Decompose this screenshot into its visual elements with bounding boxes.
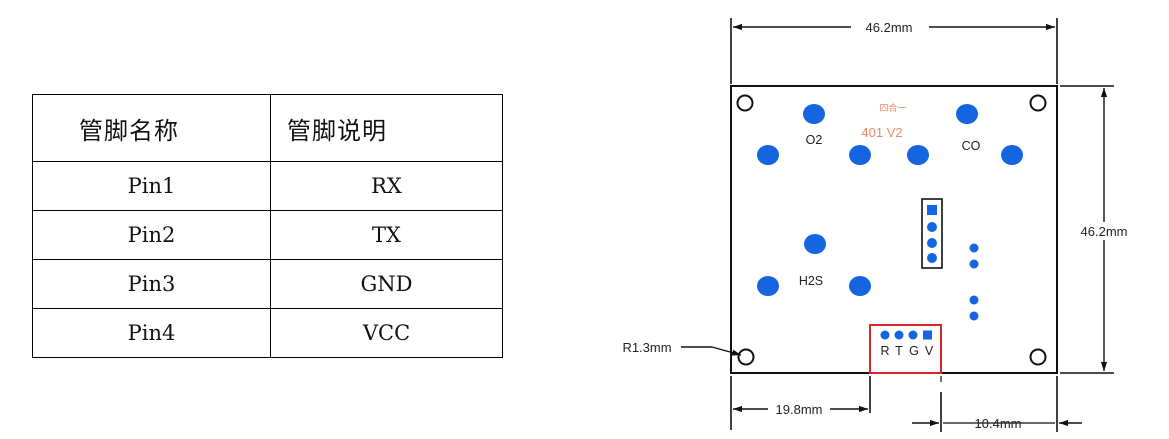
connector-label-t: T (895, 344, 903, 358)
header-pin-description: 管脚说明 (270, 94, 503, 162)
o2-silk-label: O2 (806, 133, 823, 147)
width-dimension: 46.2mm (730, 18, 1058, 84)
pin-table: 管脚名称 管脚说明 Pin1 RX Pin2 TX Pin3 GND Pin4 … (32, 94, 503, 358)
sensor-pad (907, 145, 929, 165)
via (969, 243, 979, 253)
sensor-pad (849, 276, 871, 296)
mounting-hole (1029, 94, 1047, 112)
co-silk-label: CO (962, 139, 981, 153)
sensor-pad (1001, 145, 1023, 165)
uart-connector: R T G V (869, 324, 942, 374)
pin-description-cell: VCC (270, 308, 503, 358)
offset-left-label: 19.8mm (776, 402, 823, 417)
sensor-pad (803, 104, 825, 124)
pin-name-cell: Pin4 (32, 308, 271, 358)
connector-label-r: R (880, 344, 889, 358)
brand-silk-label: 四合一 (879, 102, 906, 113)
sensor-pad (757, 276, 779, 296)
pin-description-cell: TX (270, 210, 503, 260)
connector-label-v: V (925, 344, 934, 358)
via (969, 259, 979, 269)
sensor-pad (849, 145, 871, 165)
version-silk-label: 401 V2 (861, 125, 902, 140)
h2s-silk-label: H2S (799, 274, 823, 288)
table-header-row: 管脚名称 管脚说明 (32, 94, 503, 162)
sensor-pads (757, 104, 1023, 296)
height-dimension: 46.2mm (1060, 85, 1138, 374)
sensor-pad (757, 145, 779, 165)
corner-radius-label: R1.3mm (622, 340, 671, 355)
sensor-pad (804, 234, 826, 254)
width-label: 46.2mm (866, 20, 913, 35)
header-pin-name: 管脚名称 (32, 94, 271, 162)
table-row: Pin4 VCC (32, 308, 503, 358)
offset-left-dimension: 19.8mm (730, 376, 871, 430)
pin-name-cell: Pin1 (32, 161, 271, 211)
offset-right-dimension: 10.4mm (912, 376, 1082, 432)
corner-radius-callout: R1.3mm (622, 340, 742, 356)
mounting-hole (737, 348, 755, 366)
connector-label-g: G (909, 344, 919, 358)
via (969, 311, 979, 321)
pin-header (921, 198, 943, 269)
height-label: 46.2mm (1081, 224, 1128, 239)
mounting-hole (1029, 348, 1047, 366)
via (969, 295, 979, 305)
sensor-pad (956, 104, 978, 124)
mounting-hole (736, 94, 754, 112)
offset-right-label: 10.4mm (975, 416, 1022, 431)
